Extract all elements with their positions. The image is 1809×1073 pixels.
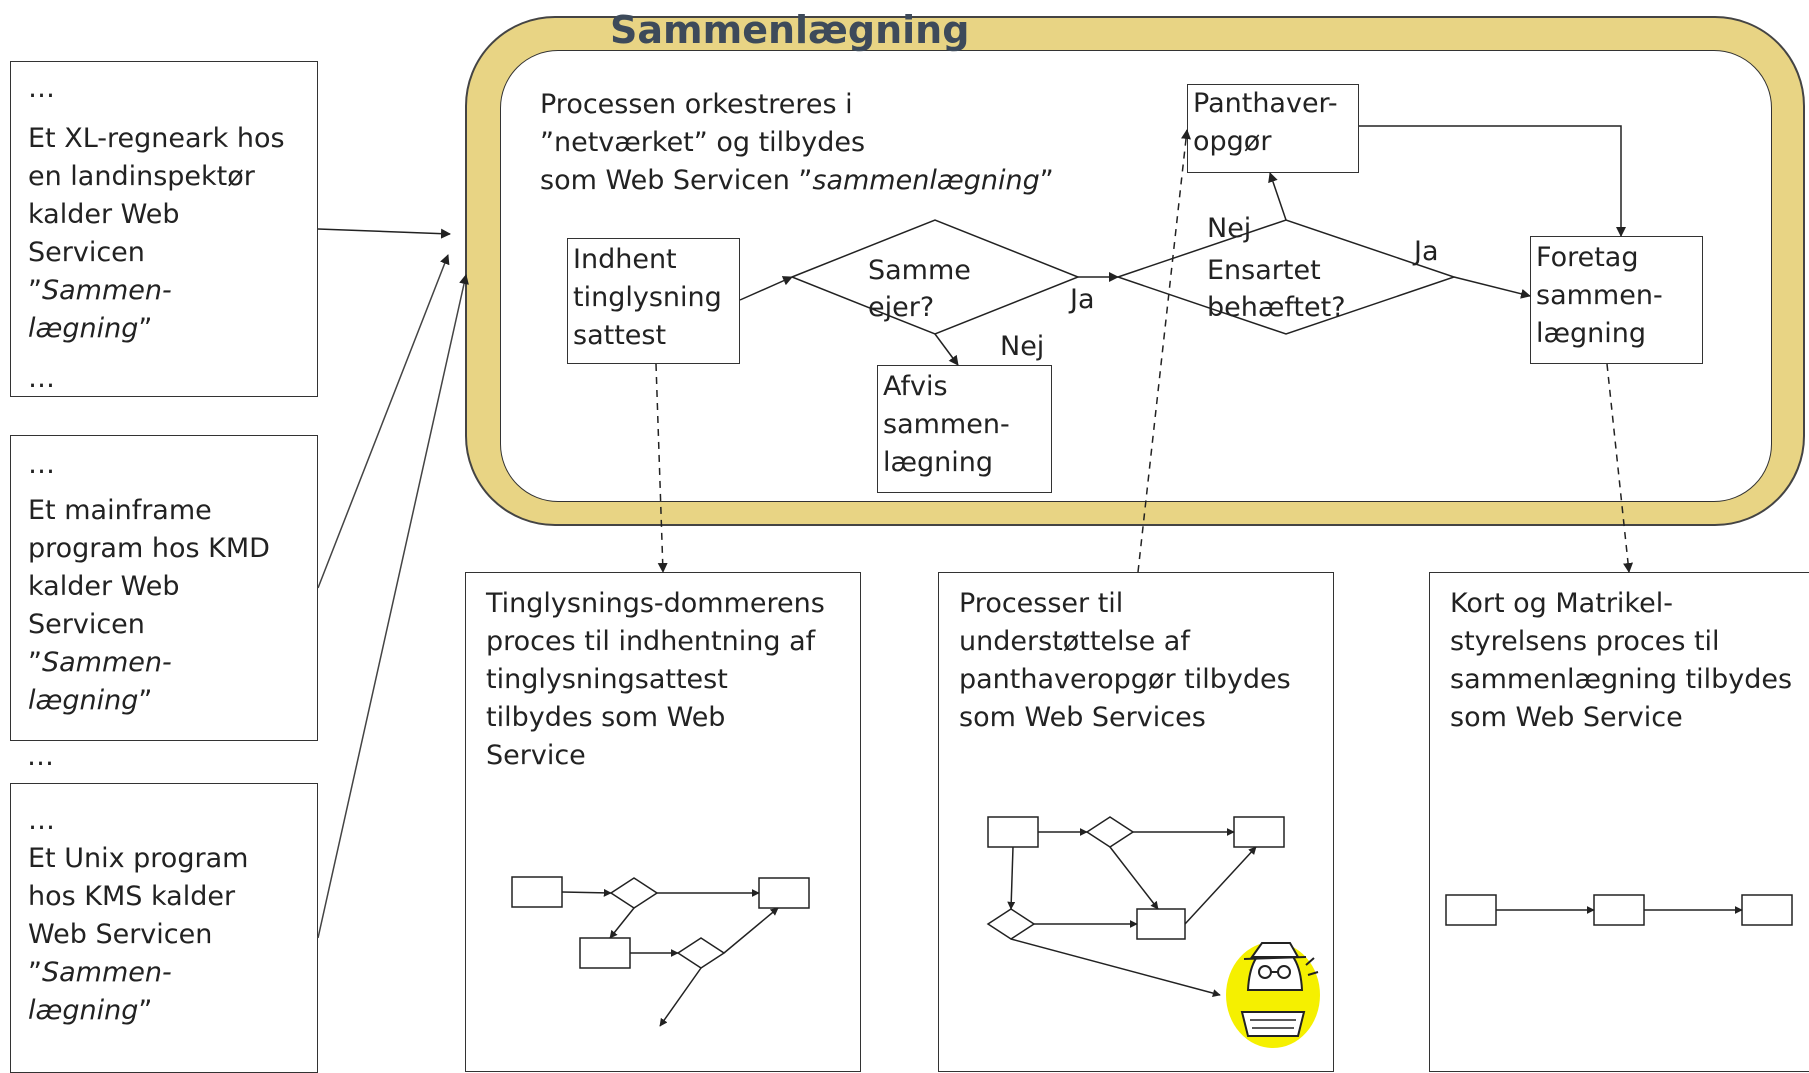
decision-ensartet-label-1: Ensartet bbox=[1207, 255, 1321, 286]
decision-samme-label-2: ejer? bbox=[868, 292, 935, 323]
arrow-ensartet-to-panthaver bbox=[1268, 172, 1287, 221]
dashed-indhent-to-service bbox=[655, 363, 668, 573]
decision-samme-yes: Ja bbox=[1070, 284, 1095, 315]
caller-box-xl: … Et XL-regneark hos en landinspektør ka… bbox=[10, 61, 318, 397]
arrow-panthaver-to-foretag bbox=[1359, 125, 1626, 237]
mini-diagram-panthaver bbox=[986, 816, 1285, 998]
orchestrator-desc-line2: ”netværket” og tilbydes bbox=[540, 127, 866, 158]
step-foretag-box: Foretag sammen- lægning bbox=[1530, 236, 1703, 364]
step-indhent-box: Indhent tinglysning sattest bbox=[567, 238, 740, 364]
arrow-caller-xl bbox=[317, 228, 451, 239]
arrow-indhent-to-samme bbox=[739, 276, 793, 301]
dashed-service-to-panthaver bbox=[1137, 129, 1191, 573]
service-box-tinglysning: Tinglysnings-dommerens proces til indhen… bbox=[465, 572, 861, 1072]
decision-ensartet-label-2: behæftet? bbox=[1207, 292, 1346, 323]
detective-at-typewriter-icon bbox=[1226, 942, 1320, 1048]
decision-ensartet-yes: Ja bbox=[1414, 236, 1439, 267]
caller-mainframe-ellipsis: … bbox=[27, 741, 54, 772]
mini-diagram-tinglysning bbox=[511, 876, 810, 1027]
decision-samme-no: Nej bbox=[1000, 331, 1045, 362]
mini-diagram-kms bbox=[1445, 894, 1793, 926]
arrow-caller-unix bbox=[317, 274, 469, 939]
orchestrator-desc-line3: som Web Servicen ”sammenlægning” bbox=[540, 165, 1054, 196]
decision-samme-label-1: Samme bbox=[868, 255, 971, 286]
dashed-foretag-to-service bbox=[1606, 363, 1634, 573]
arrow-ensartet-to-foretag bbox=[1453, 276, 1531, 299]
step-panthaver-box: Panthaver- opgør bbox=[1187, 84, 1359, 173]
step-afvis-box: Afvis sammen- lægning bbox=[877, 365, 1052, 493]
caller-box-unix: … Et Unix program hos KMS kalder Web Ser… bbox=[10, 783, 318, 1073]
arrow-samme-to-afvis bbox=[934, 333, 959, 366]
orchestrator-desc-line1: Processen orkestreres i bbox=[540, 89, 853, 120]
arrow-caller-mainframe bbox=[317, 254, 450, 589]
service-box-kms: Kort og Matrikel- styrelsens proces til … bbox=[1429, 572, 1809, 1072]
caller-box-mainframe: … Et mainframe program hos KMD kalder We… bbox=[10, 435, 318, 741]
decision-ensartet-no: Nej bbox=[1207, 213, 1252, 244]
orchestrator-title: Sammenlægning bbox=[610, 8, 970, 52]
